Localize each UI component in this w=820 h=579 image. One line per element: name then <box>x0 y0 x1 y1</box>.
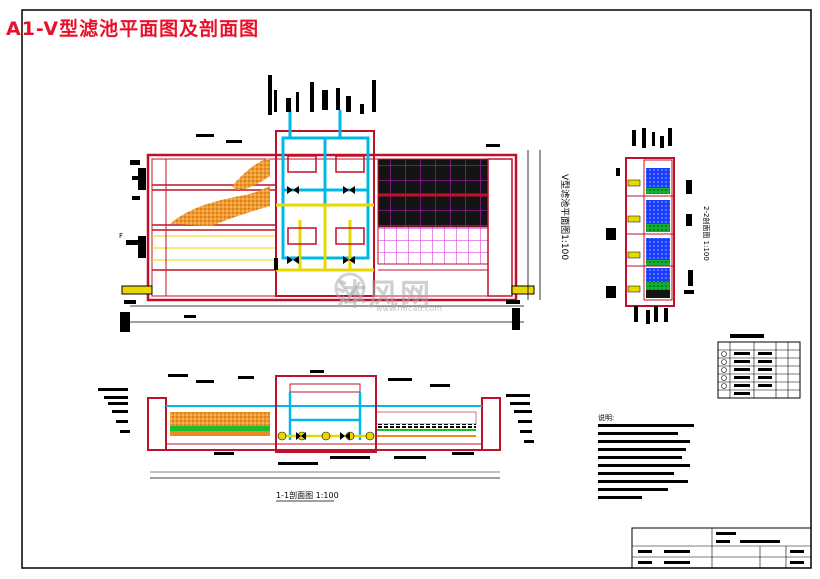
valve-icon <box>287 186 355 264</box>
watermark-url: www.mfcad.com <box>376 304 443 313</box>
valve-icon <box>296 432 350 440</box>
title-block <box>631 527 812 569</box>
drawing-title: A1-V型滤池平面图及剖面图 <box>6 18 260 40</box>
section-2-2-label: 2-2剖面图 1:100 <box>702 206 711 261</box>
section-2-2 <box>606 128 694 324</box>
watermark-text: 沐风网 <box>336 278 432 313</box>
material-table <box>717 334 801 399</box>
drawing-frame <box>21 9 812 569</box>
plan-view-label: V型滤池平面图1:100 <box>559 174 571 260</box>
notes-heading: 说明: <box>598 413 614 422</box>
section-1-1 <box>98 370 534 479</box>
watermark-logo-icon <box>334 272 366 304</box>
svg-text:F: F <box>119 232 123 240</box>
notes-block <box>598 424 694 499</box>
plan-view: F <box>119 75 541 332</box>
section-1-1-label: 1-1剖面图 1:100 <box>276 490 339 500</box>
